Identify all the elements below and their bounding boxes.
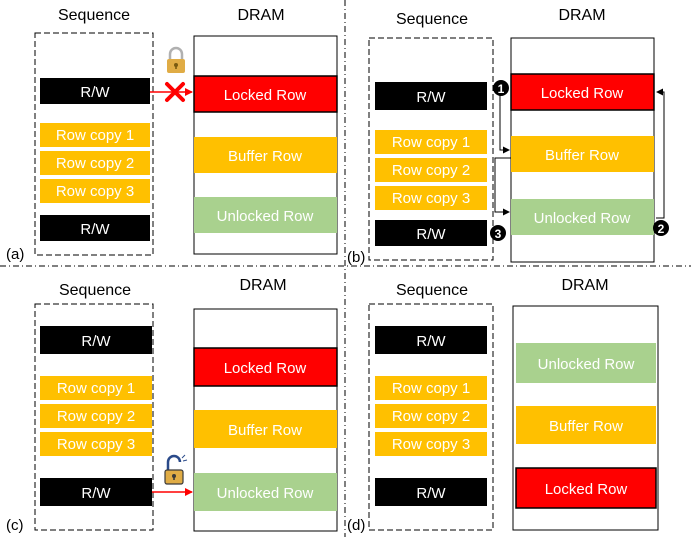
seq-item-row-copy-3 [375,432,487,456]
seq-item-rw [40,326,152,354]
seq-item-rw [375,326,487,354]
seq-item-row-copy-3 [375,186,487,210]
dram-row-buffer-label: Buffer Row [545,147,619,164]
seq-item-row-copy-1-label: Row copy 1 [56,127,134,144]
seq-item-row-copy-3 [40,432,152,456]
dram-row-locked-label: Locked Row [224,87,307,104]
seq-item-row-copy-2 [375,158,487,182]
dram-row-buffer [194,410,337,448]
seq-item-row-copy-3-label: Row copy 3 [392,190,470,207]
copy-arrow-locked-to-buffer [499,90,510,154]
seq-item-rw-label: R/W [80,84,110,101]
sequence-title: Sequence [396,282,468,299]
seq-item-row-copy-1 [40,376,152,400]
dram-row-locked [515,467,657,509]
panel-c: Sequence DRAM R/W Row copy 1 Row copy 2 … [6,277,338,534]
step-marker-label: 2 [658,222,665,236]
sequence-title: Sequence [59,282,131,299]
seq-item-rw-label: R/W [80,221,110,238]
panel-label: (d) [347,517,365,534]
dram-row-buffer-label: Buffer Row [228,422,302,439]
panel-label: (a) [6,246,24,263]
panel-d: Sequence DRAM R/W Row copy 1 Row copy 2 … [347,277,659,534]
seq-item-rw [375,82,487,110]
seq-item-rw [375,220,487,246]
dram-row-locked [510,73,655,111]
sequence-box [368,303,494,531]
dram-row-locked-label: Locked Row [545,481,628,498]
step-marker-3: 3 [490,225,506,241]
seq-item-rw [375,478,487,506]
blocked-x-icon [165,82,185,102]
seq-item-row-copy-1 [375,376,487,400]
seq-item-row-copy-2-label: Row copy 2 [392,162,470,179]
panel-b: Sequence DRAM R/W Row copy 1 Row copy 2 … [347,7,669,266]
dram-title: DRAM [237,7,284,24]
seq-item-row-copy-3 [40,179,150,203]
seq-item-rw-label: R/W [416,485,446,502]
seq-item-rw [40,478,152,506]
seq-item-row-copy-3-label: Row copy 3 [56,183,134,200]
dram-row-locked [193,75,338,113]
dram-row-unlocked-label: Unlocked Row [217,208,314,225]
step-marker-1: 1 [493,80,509,96]
seq-item-row-copy-1-label: Row copy 1 [57,380,135,397]
copy-arrow-unlocked-to-locked [656,88,665,219]
seq-item-row-copy-3-label: Row copy 3 [392,436,470,453]
lock-closed-icon [167,46,185,73]
seq-item-row-copy-3-label: Row copy 3 [57,436,135,453]
dram-row-locked-label: Locked Row [541,85,624,102]
panel-label: (c) [6,517,24,534]
sequence-title: Sequence [58,7,130,24]
dram-title: DRAM [561,277,608,294]
seq-item-row-copy-1 [40,123,150,147]
lock-open-icon [164,454,188,485]
seq-item-rw [40,215,150,241]
seq-item-rw [40,78,150,104]
dram-row-unlocked-label: Unlocked Row [217,485,314,502]
dram-title: DRAM [239,277,286,294]
dram-row-unlocked-label: Unlocked Row [534,210,631,227]
dram-row-buffer [194,137,337,173]
dram-row-unlocked [194,197,337,233]
step-marker-label: 3 [495,227,502,241]
seq-item-row-copy-1-label: Row copy 1 [392,380,470,397]
dram-row-buffer [511,136,654,172]
sequence-box [368,37,494,261]
dram-row-unlocked [194,473,337,511]
sequence-box [34,32,154,256]
dram-row-unlocked [516,343,656,383]
sequence-title: Sequence [396,11,468,28]
seq-item-row-copy-2-label: Row copy 2 [56,155,134,172]
seq-item-row-copy-1 [375,130,487,154]
dram-row-locked [193,347,338,387]
step-marker-label: 1 [498,82,505,96]
panel-label: (b) [347,249,365,266]
panel-a: Sequence DRAM R/W Row copy 1 Row copy 2 … [6,7,338,263]
seq-item-rw-label: R/W [416,333,446,350]
dram-row-buffer-label: Buffer Row [549,418,623,435]
seq-item-row-copy-1-label: Row copy 1 [392,134,470,151]
dram-row-locked-label: Locked Row [224,360,307,377]
dram-row-buffer [516,406,656,444]
seq-item-row-copy-2-label: Row copy 2 [392,408,470,425]
seq-item-row-copy-2 [40,151,150,175]
seq-item-rw-label: R/W [81,485,111,502]
seq-item-rw-label: R/W [416,89,446,106]
dram-row-unlocked-label: Unlocked Row [538,356,635,373]
dram-row-buffer-label: Buffer Row [228,148,302,165]
seq-item-rw-label: R/W [81,333,111,350]
dram-row-unlocked [511,199,654,235]
seq-item-row-copy-2 [375,404,487,428]
dram-title: DRAM [558,7,605,24]
seq-item-row-copy-2 [40,404,152,428]
step-marker-2: 2 [653,220,669,236]
seq-item-rw-label: R/W [416,226,446,243]
seq-item-row-copy-2-label: Row copy 2 [57,408,135,425]
copy-arrow-buffer-to-unlocked [494,157,511,216]
sequence-box [34,303,154,531]
